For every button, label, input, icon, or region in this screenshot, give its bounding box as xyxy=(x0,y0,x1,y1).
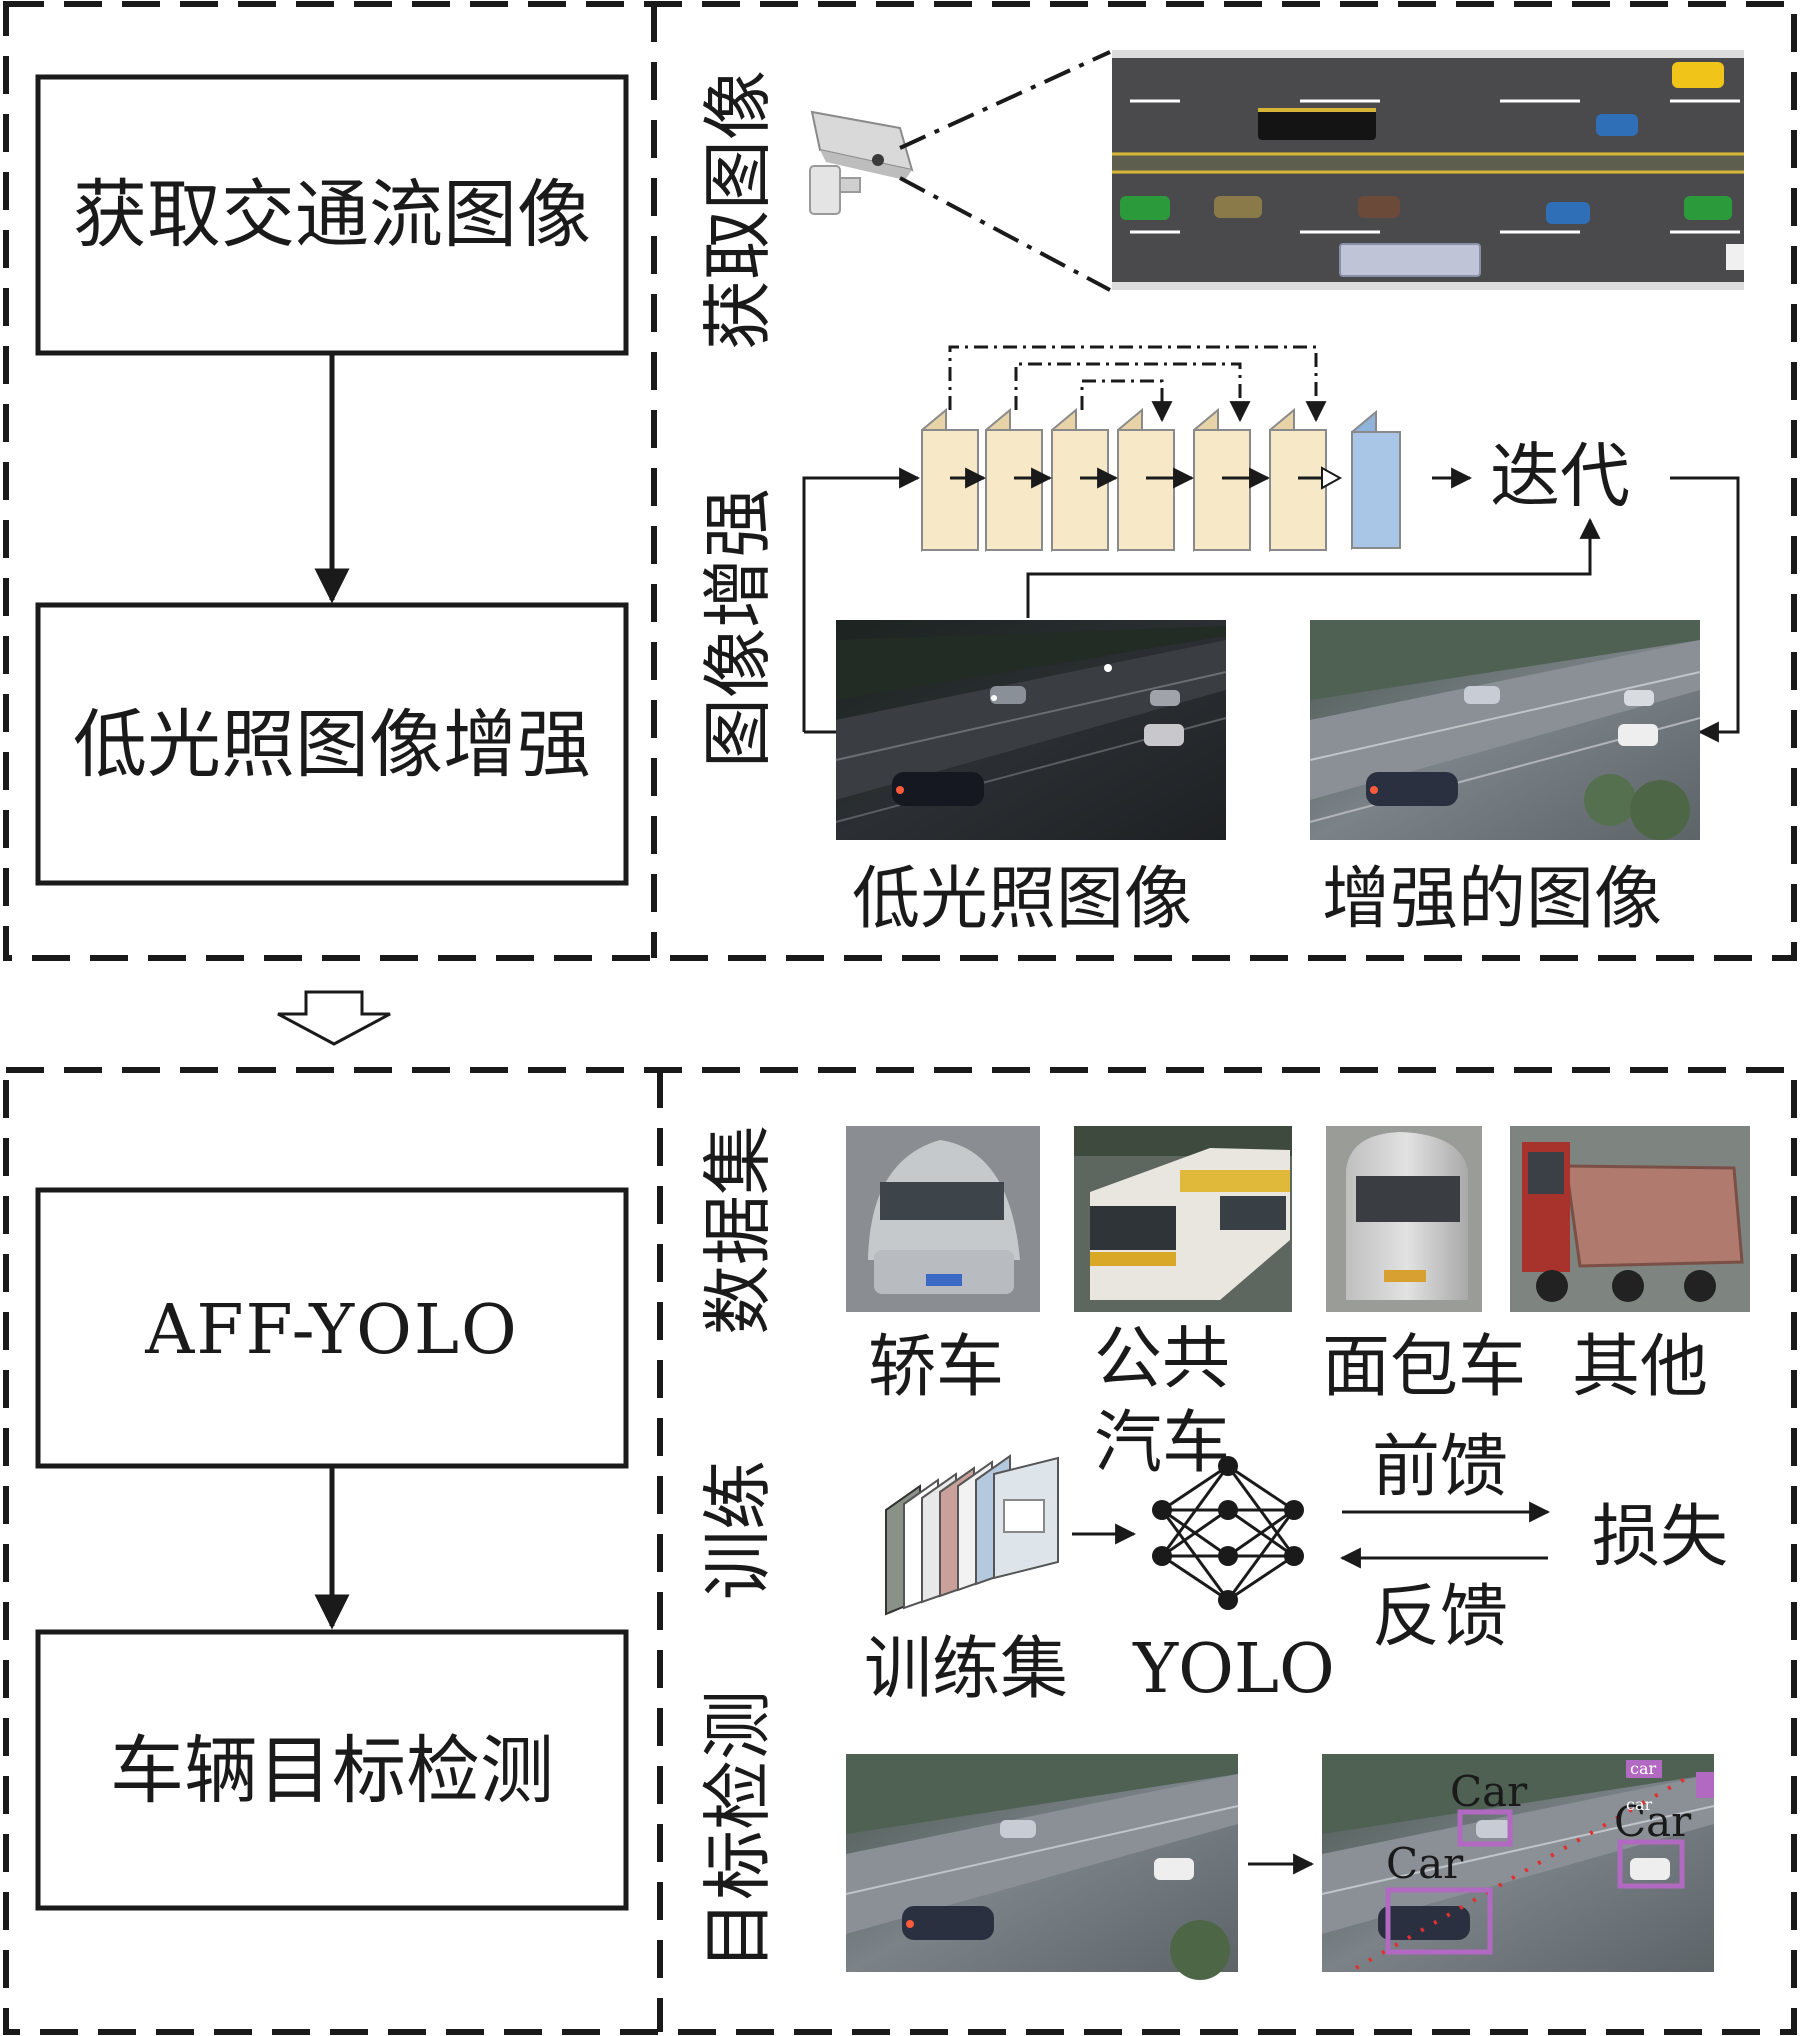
layer-arrow-6-head xyxy=(1321,466,1343,490)
detection-tag-top-right xyxy=(1626,1760,1662,1778)
network-layer-3 xyxy=(1051,407,1109,553)
input-to-network-arrow xyxy=(802,467,921,732)
detection-label-mid: Car xyxy=(1450,1767,1528,1816)
dataset-image-truck xyxy=(1510,1126,1750,1312)
detect-step-box xyxy=(35,1629,629,1911)
detection-box-mid xyxy=(1457,1809,1513,1847)
model-step-box xyxy=(35,1187,629,1469)
class-label-bus-line2: 汽车 xyxy=(1094,1404,1230,1483)
yolo-label: YOLO xyxy=(1132,1630,1335,1709)
training-set-label: 训练集 xyxy=(864,1630,1068,1709)
detection-tag-text-mid: car xyxy=(1626,1795,1653,1814)
model-step-label: AFF-YOLO xyxy=(144,1291,518,1370)
side-label-training: 训练 xyxy=(697,1460,779,1600)
acquire-step-label: 获取交通流图像 xyxy=(73,172,591,258)
detection-label-right: Car xyxy=(1614,1797,1692,1846)
caption-enhanced: 增强的图像 xyxy=(1322,860,1662,939)
side-label-acquire: 获取图像 xyxy=(697,70,779,350)
training-set-stack xyxy=(885,1454,1059,1616)
skip-connections xyxy=(948,345,1327,423)
dataset-image-bus xyxy=(1074,1126,1292,1312)
dataset-image-sedan xyxy=(846,1126,1040,1312)
aerial-road-image xyxy=(1112,50,1744,290)
iterate-to-enhanced-arrow xyxy=(1670,476,1740,743)
camera-view-line-bottom xyxy=(899,176,1111,292)
network-layer-5 xyxy=(1193,407,1251,553)
iterate-label: 迭代 xyxy=(1490,435,1630,517)
class-label-other: 其他 xyxy=(1572,1328,1708,1407)
camera-view-line-top xyxy=(899,50,1111,150)
detection-label-large: Car xyxy=(1386,1839,1464,1888)
detect-step-label: 车辆目标检测 xyxy=(110,1728,554,1814)
enhance-step-box xyxy=(35,602,629,886)
side-label-dataset: 数据集 xyxy=(697,1125,779,1335)
network-layer-4 xyxy=(1117,407,1175,553)
network-layer-2 xyxy=(985,407,1043,553)
network-layer-1 xyxy=(921,407,979,553)
neural-network-icon xyxy=(1152,1456,1304,1610)
detection-input-image xyxy=(845,1754,1239,1980)
low-light-to-iterate-arrow xyxy=(1026,517,1601,618)
class-label-van: 面包车 xyxy=(1322,1328,1526,1407)
network-output-layer xyxy=(1351,409,1401,551)
dataset-image-van xyxy=(1326,1126,1482,1312)
section-transition-arrow xyxy=(277,990,391,1046)
detection-tag-text-top: car xyxy=(1630,1759,1657,1778)
detection-box-large xyxy=(1385,1887,1493,1955)
detection-box-right xyxy=(1617,1839,1685,1889)
feedback-label: 反馈 xyxy=(1372,1578,1508,1657)
side-label-detection: 目标检测 xyxy=(697,1690,779,1970)
low-light-image xyxy=(835,620,1227,840)
top-section-frame xyxy=(3,1,1797,961)
bottom-section-frame xyxy=(3,1067,1797,2035)
network-layer-6 xyxy=(1269,407,1327,553)
camera-icon xyxy=(809,110,914,215)
side-label-enhance: 图像增强 xyxy=(697,488,779,768)
feedforward-label: 前馈 xyxy=(1372,1428,1508,1507)
class-label-bus-line1: 公共 xyxy=(1094,1320,1230,1399)
caption-low-light: 低光照图像 xyxy=(852,860,1192,939)
enhance-step-label: 低光照图像增强 xyxy=(73,702,591,788)
loss-label: 损失 xyxy=(1592,1498,1728,1577)
enhanced-image xyxy=(1309,620,1701,840)
detection-tag-far-right xyxy=(1696,1772,1714,1798)
class-label-sedan: 轿车 xyxy=(868,1328,1004,1407)
acquire-step-box xyxy=(35,74,629,356)
